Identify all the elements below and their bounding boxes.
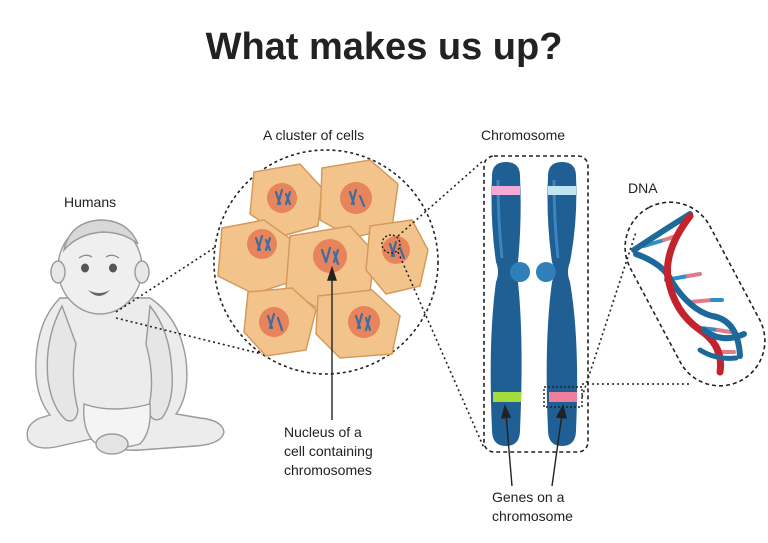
chromosome-bands xyxy=(492,186,577,402)
label-genes-line: Genes on a xyxy=(492,489,565,505)
baby-face-icon xyxy=(78,254,120,296)
cluster-zoom-circle xyxy=(213,149,439,375)
band-cyan xyxy=(548,186,576,195)
band-pink xyxy=(492,186,520,195)
zoom-connector-chromosome xyxy=(397,159,485,449)
nucleus-zoom-marker xyxy=(381,234,401,254)
baby-figure-icon xyxy=(26,219,225,455)
nucleus-pointer-arrow xyxy=(327,265,337,420)
dna-helix-icon xyxy=(631,211,747,376)
label-cell-cluster: A cluster of cells xyxy=(263,127,365,143)
gene-pointer-arrows xyxy=(501,403,567,487)
label-nucleus-line: cell containing xyxy=(284,443,373,459)
label-humans: Humans xyxy=(64,194,117,210)
band-green xyxy=(493,392,521,402)
label-dna: DNA xyxy=(628,180,658,196)
chromosome-pair-icon xyxy=(490,162,578,446)
label-nucleus-line: chromosomes xyxy=(284,462,372,478)
chromosome-zoom-box xyxy=(483,155,589,453)
mini-chromosome-icons xyxy=(254,188,406,332)
label-genes-line: chromosome xyxy=(492,508,573,524)
label-chromosome: Chromosome xyxy=(481,127,566,143)
label-nucleus-line: Nucleus of a xyxy=(284,424,362,440)
page-title: What makes us up? xyxy=(205,26,563,68)
zoom-connector-dna xyxy=(581,231,690,398)
label-nucleus: Nucleus of a cell containing chromosomes xyxy=(284,423,373,480)
label-genes: Genes on a chromosome xyxy=(492,488,573,526)
dna-zoom-capsule xyxy=(624,201,766,387)
band-rose xyxy=(549,392,577,402)
zoom-connector-baby xyxy=(115,247,263,355)
